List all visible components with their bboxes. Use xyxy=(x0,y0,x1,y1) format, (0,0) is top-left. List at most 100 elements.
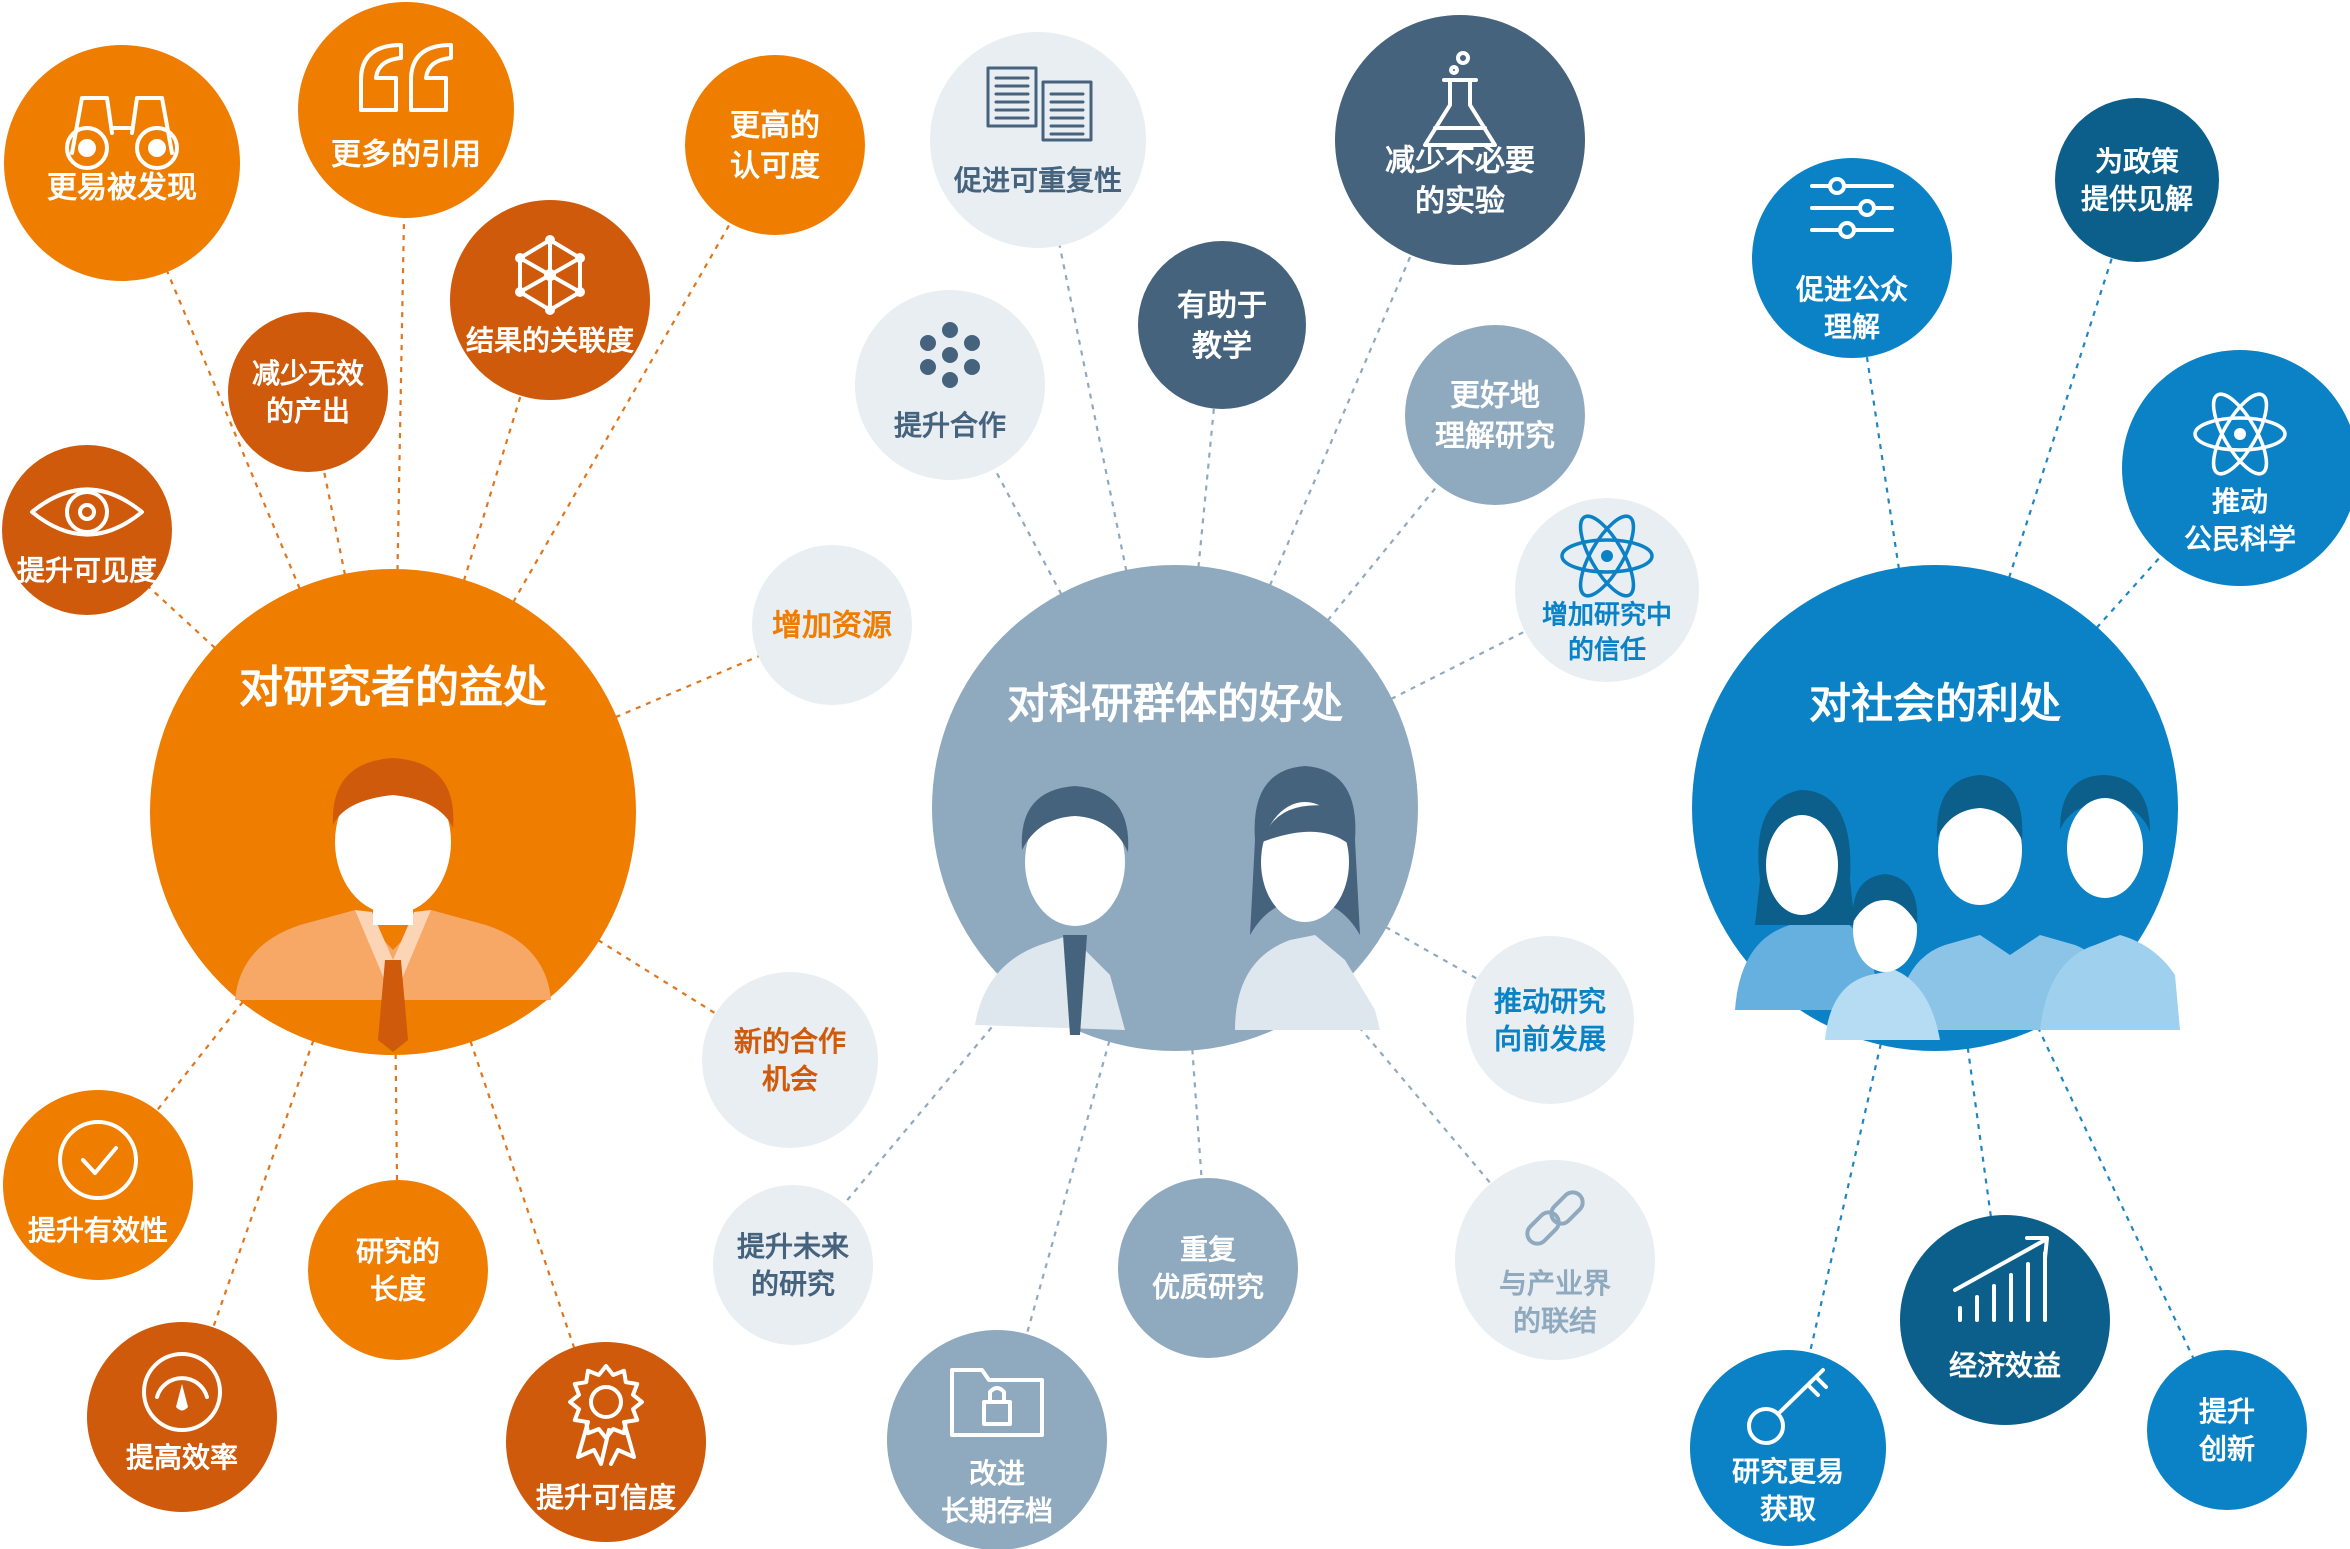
node-label: 提升合作 xyxy=(894,409,1006,442)
node-label: 创新 xyxy=(2198,1433,2255,1466)
node-label: 更高的 xyxy=(730,108,820,143)
chain-icon xyxy=(1525,1190,1585,1246)
node-label: 更好地 xyxy=(1450,378,1540,413)
node-label: 研究更易 xyxy=(1732,1455,1844,1488)
node-label: 提升 xyxy=(2199,1395,2255,1428)
quote-icon xyxy=(359,43,453,112)
node-reproduce: 促进可重复性 xyxy=(930,32,1146,248)
node-resources: 增加资源 xyxy=(752,545,912,705)
node-label: 提供见解 xyxy=(2081,183,2193,216)
node-label: 推动研究 xyxy=(1494,985,1606,1018)
node-label: 增加资源 xyxy=(772,609,892,644)
node-label: 教学 xyxy=(1192,329,1252,364)
node-label: 理解研究 xyxy=(1435,419,1555,454)
node-label: 重复 xyxy=(1180,1233,1236,1266)
node-label: 优质研究 xyxy=(1152,1271,1264,1304)
node-label: 提升可见度 xyxy=(17,554,157,587)
node-validity: 提升有效性 xyxy=(3,1090,193,1280)
hub-researchers-title: 对研究者的益处 xyxy=(239,662,547,713)
node-credibility: 提升可信度 xyxy=(506,1342,706,1542)
node-label: 提升未来 xyxy=(737,1230,849,1263)
node-label: 与产业界 xyxy=(1499,1267,1611,1300)
node-efficiency: 提高效率 xyxy=(87,1322,277,1512)
node-discover: 更易被发现 xyxy=(4,45,240,281)
node-label: 有助于 xyxy=(1177,288,1267,323)
hexnet-icon xyxy=(515,235,585,315)
node-label: 认可度 xyxy=(730,149,820,184)
node-relevance: 结果的关联度 xyxy=(450,200,650,400)
check-icon xyxy=(58,1120,138,1200)
folder-icon xyxy=(950,1368,1044,1437)
node-label: 的信任 xyxy=(1568,635,1646,666)
node-label: 为政策 xyxy=(2095,145,2179,178)
node-label: 提高效率 xyxy=(126,1441,238,1474)
hub-researchers: 对研究者的益处 xyxy=(150,569,636,1055)
flask-icon xyxy=(1423,51,1497,147)
node-label: 的产出 xyxy=(266,395,350,428)
gauge-icon xyxy=(142,1352,222,1432)
researcher-figure xyxy=(235,758,551,1052)
sliders-icon xyxy=(1810,177,1894,239)
node-label: 提升可信度 xyxy=(536,1481,676,1514)
researchers-pair-figure xyxy=(975,766,1380,1035)
hub-community-title: 对科研群体的好处 xyxy=(1007,679,1343,728)
key-icon xyxy=(1747,1368,1828,1445)
badge-icon xyxy=(568,1364,644,1466)
connector-efficiency xyxy=(180,811,395,1418)
node-label: 减少无效 xyxy=(252,357,364,390)
family-figure xyxy=(1735,775,2180,1040)
hub-society-title: 对社会的利处 xyxy=(1809,679,2061,728)
node-label: 的联结 xyxy=(1513,1305,1597,1338)
node-label: 推动 xyxy=(2212,485,2268,518)
node-label: 改进 xyxy=(969,1457,1025,1490)
barchart-icon xyxy=(1953,1236,2049,1322)
eye-icon xyxy=(30,487,144,537)
node-label: 向前发展 xyxy=(1494,1023,1606,1056)
node-collab: 提升合作 xyxy=(855,290,1045,480)
node-label: 结果的关联度 xyxy=(466,324,634,357)
node-label: 提升有效性 xyxy=(28,1214,168,1247)
node-visibility: 提升可见度 xyxy=(2,445,172,615)
node-label: 理解 xyxy=(1824,311,1880,344)
node-label: 增加研究中 xyxy=(1542,600,1672,631)
node-label: 机会 xyxy=(762,1063,818,1096)
node-citations: 更多的引用 xyxy=(298,2,514,218)
node-label: 长度 xyxy=(370,1273,426,1306)
node-label: 的实验 xyxy=(1415,184,1505,219)
connector-citations xyxy=(391,109,408,813)
node-label: 更易被发现 xyxy=(47,171,197,206)
hub-community: 对科研群体的好处 xyxy=(932,565,1418,1051)
node-label: 促进可重复性 xyxy=(953,164,1122,197)
atom-icon xyxy=(1560,514,1654,598)
node-label: 促进公众 xyxy=(1795,273,1908,306)
node-label: 新的合作 xyxy=(734,1025,846,1058)
node-economic: 经济效益 xyxy=(1900,1215,2110,1425)
node-label: 更多的引用 xyxy=(331,138,481,173)
atom-icon xyxy=(2193,392,2287,476)
node-label: 公民科学 xyxy=(2184,523,2296,556)
node-label: 获取 xyxy=(1760,1493,1816,1526)
node-label: 长期存档 xyxy=(941,1495,1053,1528)
node-label: 减少不必要 xyxy=(1385,143,1535,178)
connector-recognition xyxy=(392,144,776,813)
